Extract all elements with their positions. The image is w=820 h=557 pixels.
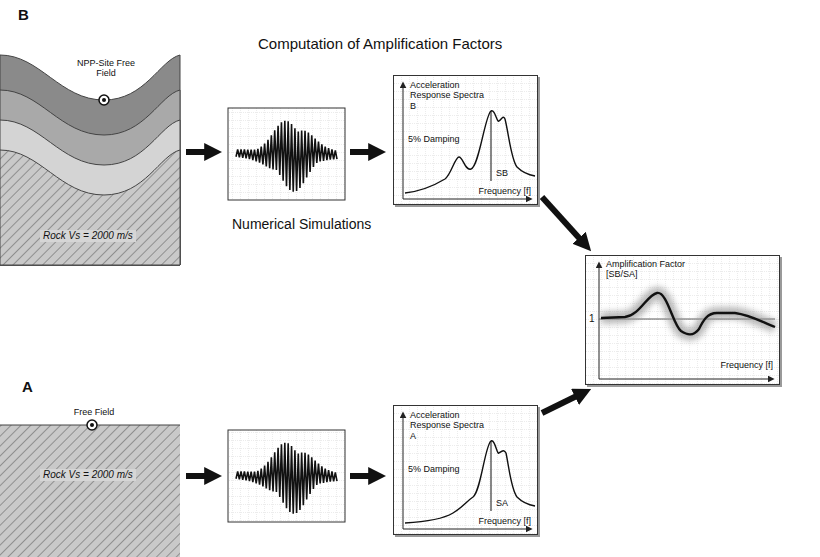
node-text: Frequency [f] (720, 360, 773, 370)
panel-letter: B (18, 6, 29, 23)
rock-profile-art (0, 420, 180, 557)
node-text: 5% Damping (408, 134, 460, 144)
node-text: Free Field (64, 407, 124, 417)
node-text: Frequency [f] (478, 186, 531, 196)
spectrum-box: Acceleration Response Spectra A 5% Dampin… (393, 405, 538, 535)
site-profile: NPP-Site Free FieldRock Vs = 2000 m/s (0, 50, 180, 265)
node-text: Amplification Factor [SB/SA] (606, 259, 706, 280)
node-text: Acceleration Response Spectra B (410, 80, 490, 111)
node-text: Acceleration Response Spectra A (410, 410, 490, 441)
node-text: Rock Vs = 2000 m/s (40, 469, 136, 481)
response-spectrum-plot (393, 75, 538, 205)
flow-arrow (542, 197, 580, 239)
caption-text: Numerical Simulations (232, 216, 371, 232)
node-text: 1 (589, 313, 595, 325)
amplification-plot (585, 255, 780, 385)
panel-letter: A (22, 378, 33, 395)
node-text: SB (496, 168, 508, 178)
site-profile-art (0, 55, 180, 265)
flow-arrow (542, 396, 577, 413)
spectrum-box: Acceleration Response Spectra B 5% Dampin… (393, 75, 538, 205)
flow-arrow (186, 152, 370, 476)
amplification-box: Amplification Factor [SB/SA] 1Frequency [… (585, 255, 780, 385)
diagram-title: Computation of Amplification Factors (258, 35, 502, 52)
node-text: SA (496, 498, 508, 508)
node-text: NPP-Site Free Field (74, 58, 138, 79)
node-text: Rock Vs = 2000 m/s (40, 230, 136, 242)
node-text: Frequency [f] (478, 516, 531, 526)
seismogram (228, 108, 345, 522)
rock-profile: Free FieldRock Vs = 2000 m/s (0, 405, 180, 557)
response-spectrum-plot (393, 405, 538, 535)
node-text: 5% Damping (408, 464, 460, 474)
